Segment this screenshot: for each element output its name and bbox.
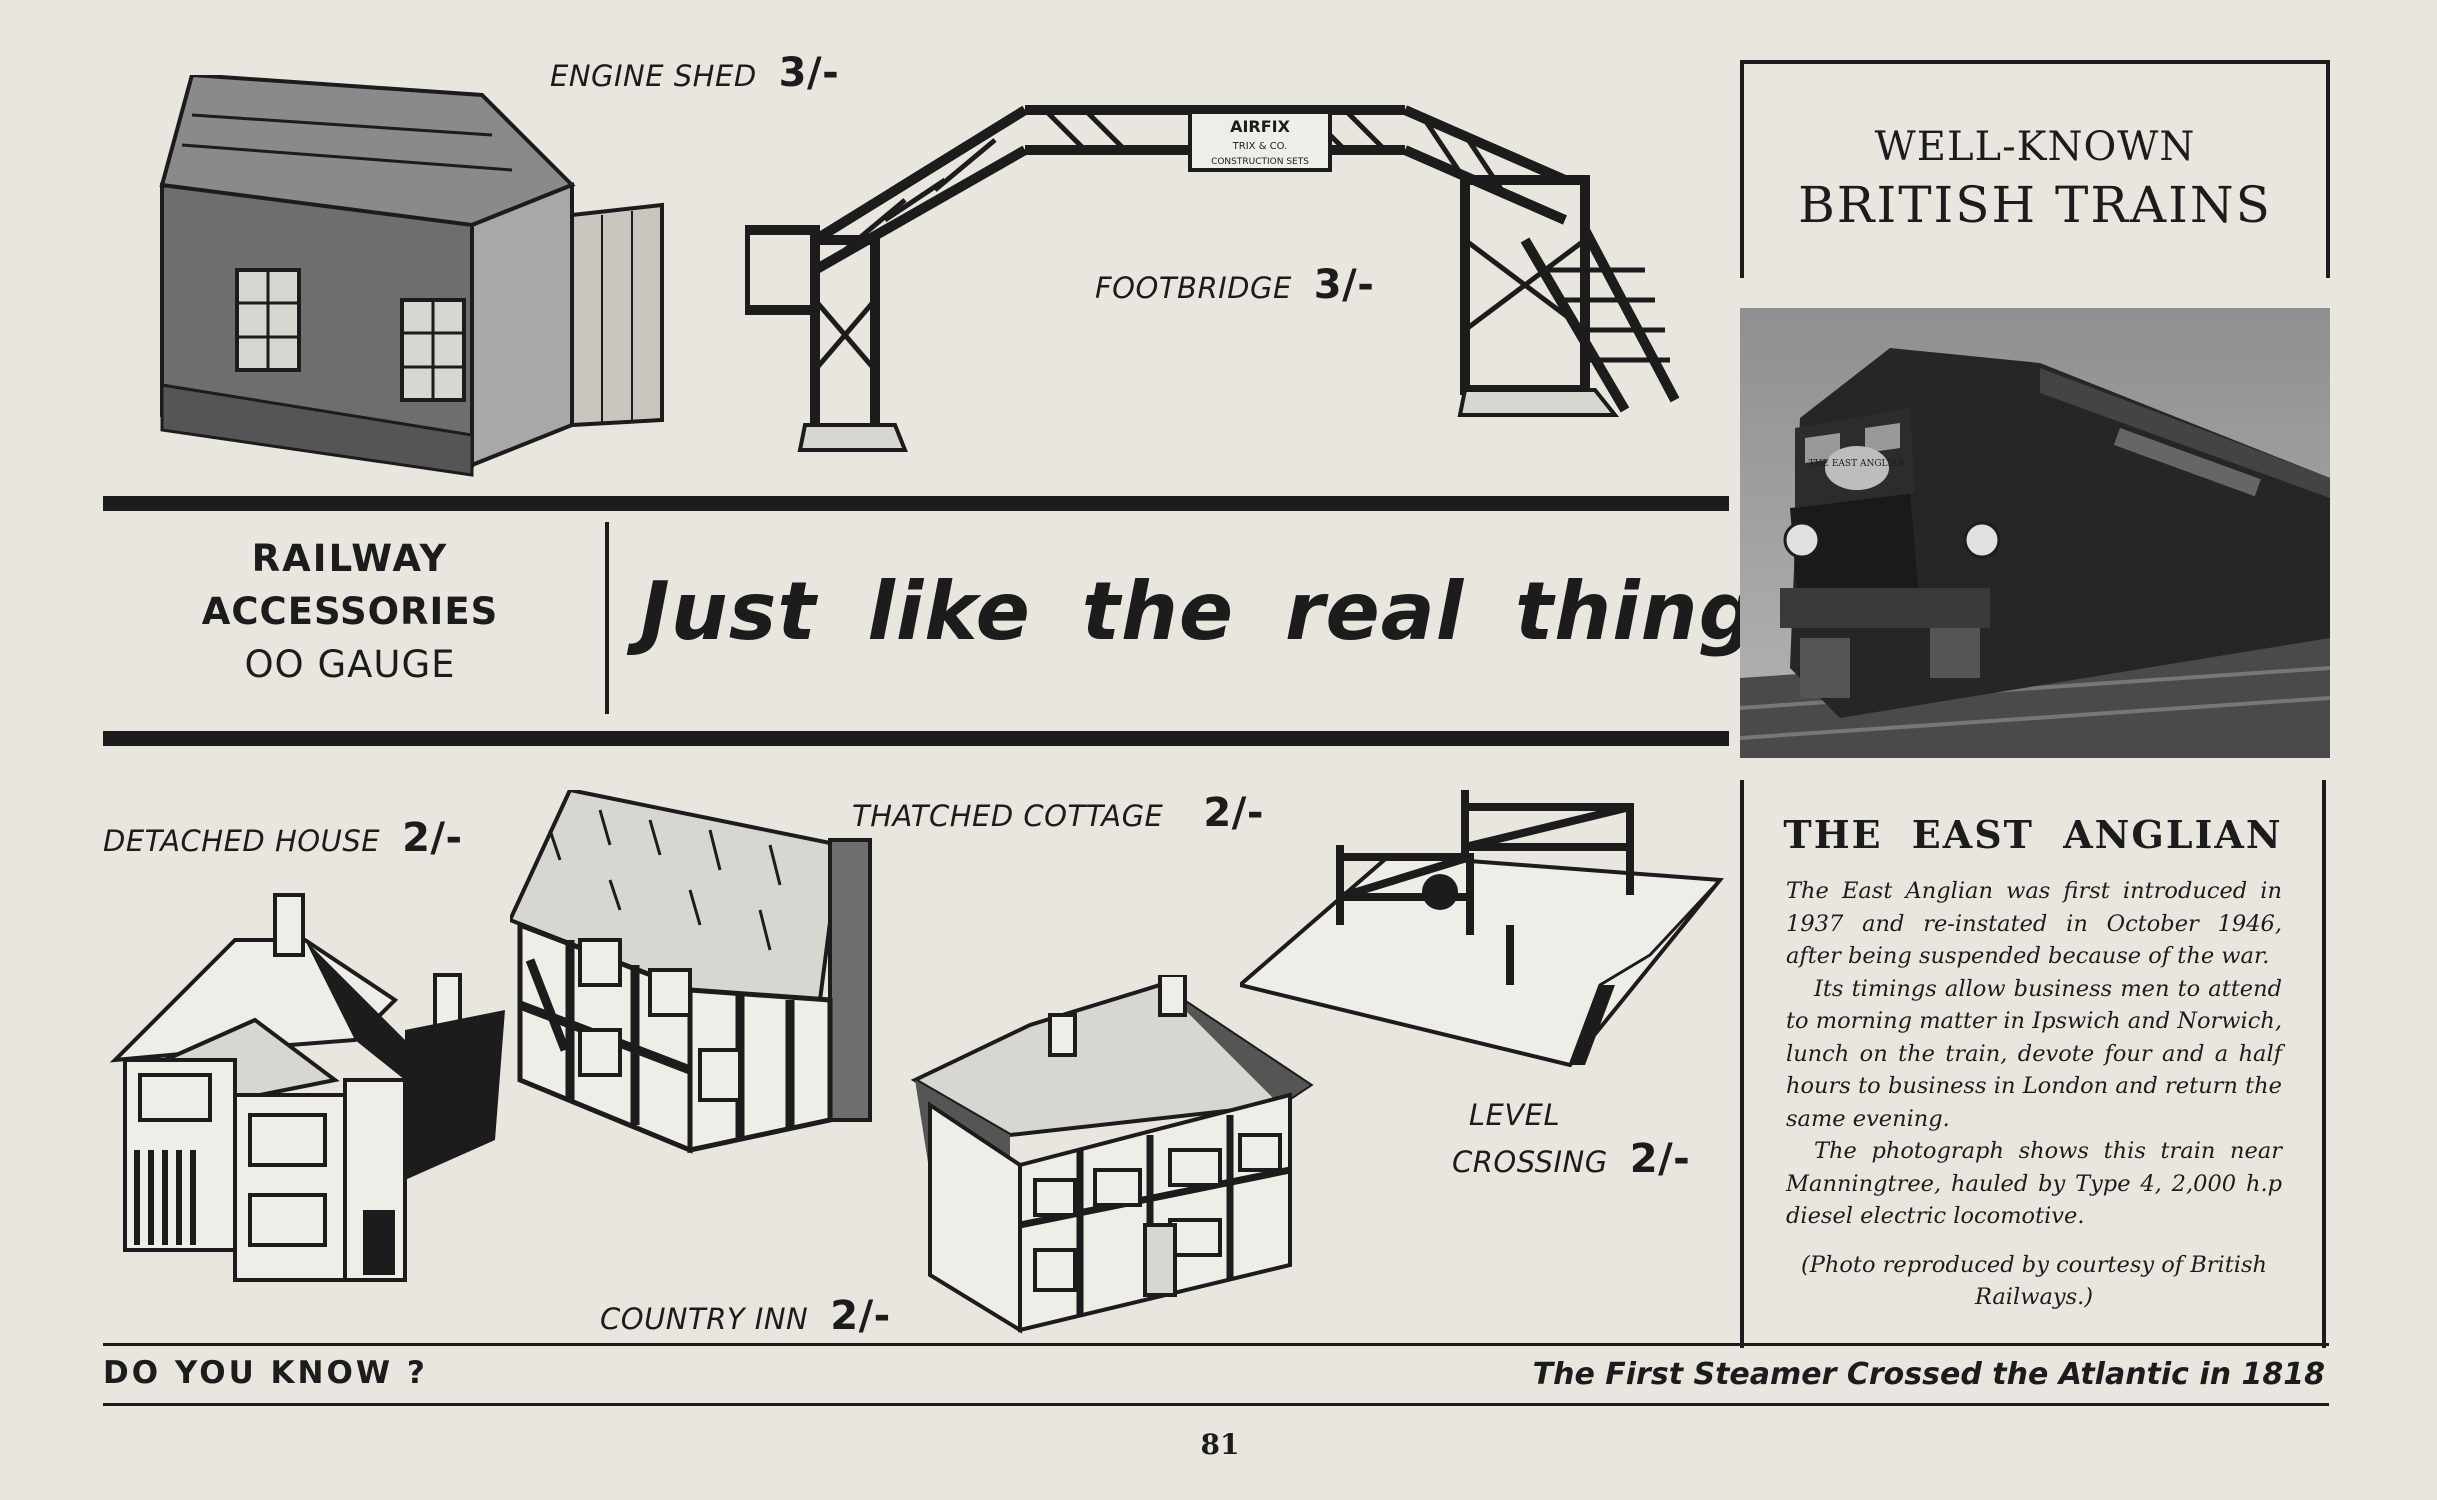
- locomotive-photo: THE EAST ANGLIAN: [1740, 308, 2330, 758]
- banner-bottom-rule: [103, 731, 1729, 746]
- footer-top-rule: [103, 1343, 2329, 1346]
- thatched-cottage-illustration: [510, 790, 910, 1160]
- country-inn-price: 2/-: [830, 1293, 891, 1339]
- engine-shed-price: 3/-: [778, 50, 840, 96]
- banner-category: RAILWAY ACCESSORIES OO GAUGE: [150, 532, 550, 691]
- banner-divider: [605, 522, 609, 714]
- footbridge-price: 3/-: [1313, 262, 1375, 308]
- footbridge-illustration: AIRFIX TRIX & CO. CONSTRUCTION SETS: [745, 70, 1685, 460]
- category-line3: OO GAUGE: [244, 643, 456, 686]
- sidebar-heading-line2: BRITISH TRAINS: [1798, 176, 2272, 234]
- article-paragraph-2: Its timings allow business men to attend…: [1786, 975, 2282, 1132]
- footer-fact: The First Steamer Crossed the Atlantic i…: [1532, 1357, 2325, 1392]
- photo-headboard-text: THE EAST ANGLIAN: [1809, 459, 1906, 469]
- sidebar-heading-box: WELL-KNOWN BRITISH TRAINS: [1740, 60, 2330, 278]
- thatched-cottage-price: 2/-: [1203, 790, 1264, 836]
- footbridge-sign-line2: TRIX & CO.: [1232, 141, 1288, 152]
- sidebar-heading-line1: WELL-KNOWN: [1874, 124, 2196, 170]
- detached-house-price: 2/-: [402, 815, 463, 861]
- train-title: THE EAST ANGLIAN: [1783, 812, 2283, 857]
- page-number: 81: [1200, 1428, 1240, 1461]
- photo-credit: (Photo reproduced by courtesy of British…: [1800, 1251, 2268, 1311]
- detached-house-illustration: [105, 880, 505, 1300]
- level-crossing-price: 2/-: [1629, 1136, 1691, 1182]
- banner-top-rule: [103, 496, 1729, 511]
- footer-do-you-know: DO YOU KNOW ?: [103, 1355, 428, 1391]
- category-line2: ACCESSORIES: [201, 590, 499, 633]
- article-body: The East Anglian was first introduced in…: [1744, 875, 2322, 1314]
- level-crossing-illustration: [1240, 785, 1730, 1075]
- country-inn-illustration: [910, 975, 1320, 1335]
- sidebar-article-box: THE EAST ANGLIAN The East Anglian was fi…: [1740, 780, 2326, 1348]
- article-paragraph-3: The photograph shows this train near Man…: [1786, 1138, 2282, 1229]
- article-paragraph-1: The East Anglian was first introduced in…: [1786, 878, 2282, 969]
- footbridge-sign-line1: AIRFIX: [1230, 117, 1291, 136]
- engine-shed-illustration: [132, 75, 672, 485]
- category-line1: RAILWAY: [251, 537, 449, 580]
- footer-bottom-rule: [103, 1403, 2329, 1406]
- slogan: Just like the real thing !: [640, 565, 1846, 658]
- footbridge-sign-line3: CONSTRUCTION SETS: [1211, 157, 1309, 167]
